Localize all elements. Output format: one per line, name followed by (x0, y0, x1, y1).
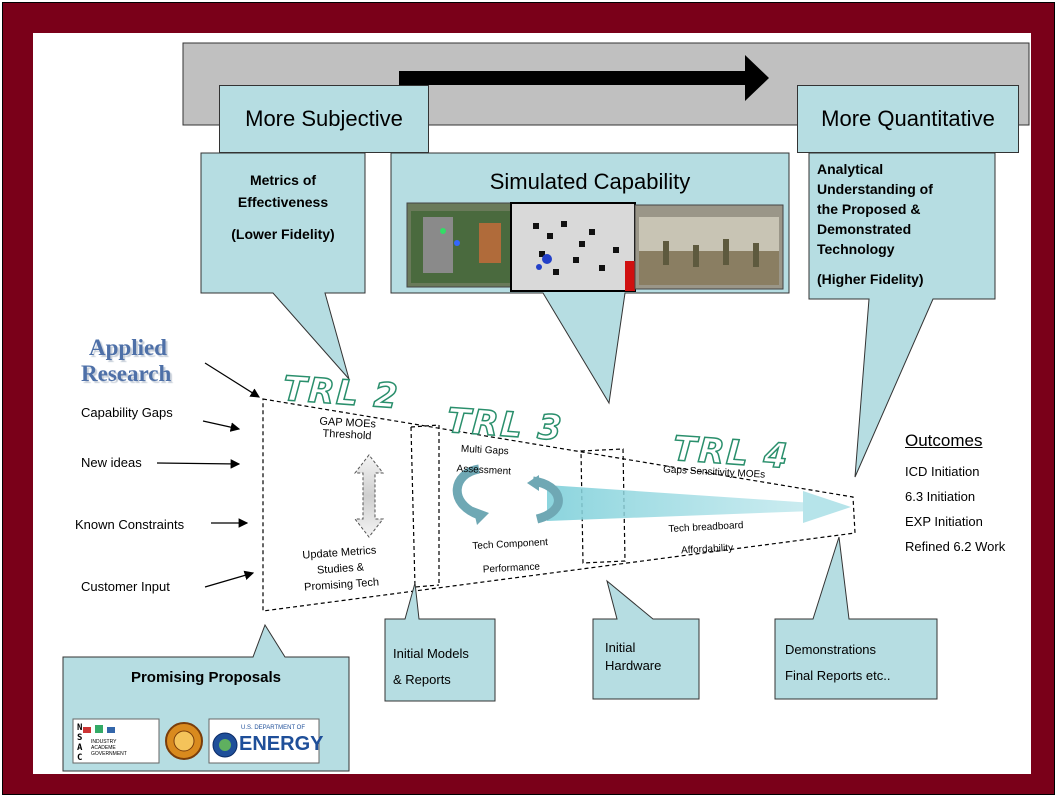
cycle-arrow-right (532, 476, 563, 524)
applied-arrow (204, 362, 261, 398)
trl4-bot-line1: Tech breadboard (668, 520, 744, 535)
trl3-bot-line2: Performance (482, 561, 541, 576)
nsac-sub3: GOVERNMENT (91, 751, 127, 757)
outcomes-title: Outcomes (905, 431, 983, 450)
applied-line2: Research (81, 361, 172, 386)
trl3-top-line1: Multi Gaps (460, 443, 509, 458)
trl2-top-text: GAP MOEs Threshold (318, 416, 376, 443)
double-arrow (353, 454, 385, 538)
outcome-item: ICD Initiation (905, 464, 980, 479)
doe-small-text: U.S. DEPARTMENT OF (241, 725, 306, 731)
analytical-line4: Demonstrated (817, 221, 912, 237)
progress-beam (547, 485, 813, 521)
more-subjective-label: More Subjective (219, 85, 429, 153)
doe-energy-text: ENERGY (239, 733, 324, 755)
initial-hardware-text: Initial Hardware (605, 639, 661, 675)
input-capability-gaps: Capability Gaps (81, 405, 173, 420)
arrow-head (745, 55, 769, 101)
trl3-bottom-text: Tech Component Performance (472, 531, 550, 583)
analytical-line5: Technology (817, 241, 895, 257)
progress-beam-head (803, 491, 851, 523)
customer-arrow (204, 570, 255, 588)
demos-callout-shape (774, 536, 938, 700)
demos-line1: Demonstrations (785, 642, 877, 657)
demonstrations-text: Demonstrations Final Reports etc.. (785, 637, 891, 689)
applied-line1: Applied (89, 335, 167, 360)
hardware-line2: Hardware (605, 658, 662, 673)
diagram-shapes (62, 42, 1030, 772)
trl2-trl3-divider (410, 424, 440, 588)
models-callout-shape (384, 582, 496, 702)
gaps-arrow (202, 420, 241, 432)
trl4-bot-line2: Affordability (680, 542, 734, 557)
analytical-line6: (Higher Fidelity) (817, 271, 924, 287)
metrics-line3: (Lower Fidelity) (231, 226, 335, 242)
ideas-arrow (156, 459, 241, 469)
outcomes-block: Outcomes ICD Initiation 6.3 Initiation E… (905, 431, 1005, 559)
metrics-callout-shape (200, 152, 366, 380)
outcome-item: EXP Initiation (905, 514, 983, 529)
more-quantitative-label: More Quantitative (797, 85, 1019, 153)
nsac-sub2: ACADEME (91, 745, 116, 751)
nsac-letters: NSAC (77, 723, 83, 763)
hardware-line1: Initial (605, 640, 636, 655)
models-line2: & Reports (393, 672, 451, 687)
analytical-callout-text: Analytical Understanding of the Proposed… (817, 159, 993, 289)
input-known-constraints: Known Constraints (75, 517, 185, 532)
models-line1: Initial Models (393, 646, 469, 661)
analytical-line1: Analytical (817, 161, 884, 177)
outcome-item: 6.3 Initiation (905, 489, 976, 504)
trl2-label: TRL 2 (281, 368, 402, 418)
metrics-callout-text: Metrics of Effectiveness (Lower Fidelity… (201, 169, 365, 245)
subjective-to-quantitative-arrow (399, 71, 751, 85)
hardware-callout-shape (592, 579, 700, 700)
metrics-line1: Metrics of (249, 172, 317, 188)
outcome-item: Refined 6.2 Work (905, 539, 1006, 554)
input-customer-input: Customer Input (81, 579, 170, 594)
trl3-top-line2: Assessment (456, 463, 512, 478)
applied-research-title: Applied Research (81, 335, 171, 387)
initial-models-text: Initial Models & Reports (393, 641, 469, 693)
input-new-ideas: New ideas (81, 455, 142, 470)
analytical-line3: the Proposed & (817, 201, 921, 217)
metrics-line2: Effectiveness (237, 194, 329, 210)
simulated-capability-title: Simulated Capability (489, 169, 691, 194)
trl3-trl4-divider (580, 448, 626, 564)
trl4-bottom-text: Tech breadboard Affordability (668, 515, 745, 563)
demos-line2: Final Reports etc.. (785, 668, 891, 683)
promising-proposals-title: Promising Proposals (130, 669, 282, 686)
slide: More Subjective More Quantitative Metric… (33, 33, 1031, 774)
analytical-line2: Understanding of (817, 181, 933, 197)
nsac-logo (72, 718, 160, 764)
cycle-arrow-left (452, 464, 481, 520)
nsac-subtitle: INDUSTRY ACADEME GOVERNMENT (91, 739, 127, 757)
trl3-top-text: Multi Gaps Assessment (456, 440, 512, 483)
nsac-sub1: INDUSTRY (91, 739, 117, 745)
trl2-bottom-text: Update Metrics Studies & Promising Tech (301, 542, 379, 595)
analytical-callout-shape (808, 152, 996, 478)
